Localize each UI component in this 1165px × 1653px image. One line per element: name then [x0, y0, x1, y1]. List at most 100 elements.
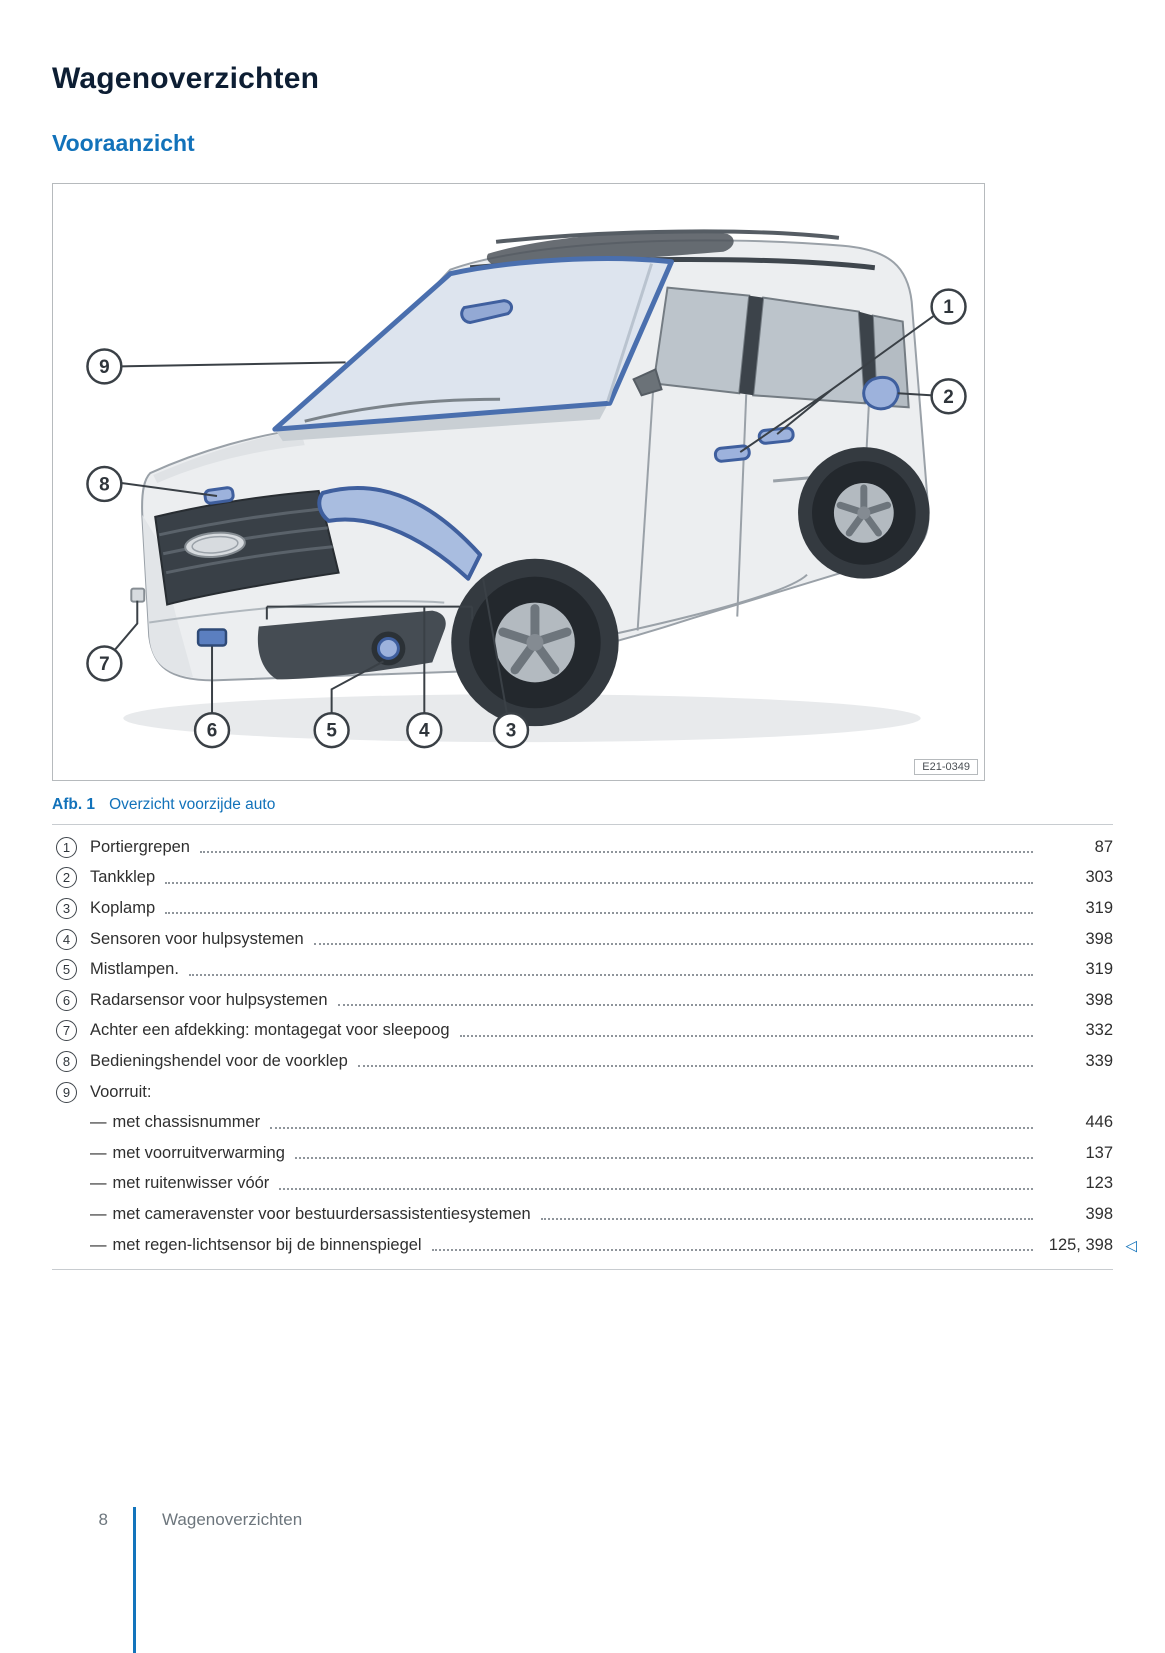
legend-row-koplamp[interactable]: 3 Koplamp 319 — [52, 893, 1113, 924]
legend-page-ref: 339 — [1085, 1051, 1113, 1070]
callout-8: 8 — [86, 465, 123, 503]
legend-page-ref: 319 — [1085, 960, 1113, 979]
legend-item-number: 2 — [56, 867, 77, 889]
callout-3: 3 — [492, 711, 530, 749]
legend-item-number: 7 — [56, 1020, 77, 1042]
callout-7: 7 — [86, 645, 123, 682]
dot-leader — [294, 1157, 1033, 1160]
legend-subrow-ruitenwisser[interactable]: — met ruitenwisser vóór 123 — [52, 1169, 1113, 1200]
dash-prefix: — — [90, 1174, 107, 1193]
callout-6: 6 — [193, 711, 231, 749]
legend-item-label: met regen-lichtsensor bij de binnenspieg… — [112, 1235, 422, 1254]
legend-subrow-regenlichtsensor[interactable]: — met regen-lichtsensor bij de binnenspi… — [52, 1230, 1137, 1261]
legend-item-number: 9 — [56, 1081, 77, 1103]
b-pillar — [739, 295, 764, 396]
car-illustration: 1 2 3 4 5 6 7 8 9 — [86, 229, 967, 749]
headlamp — [317, 486, 483, 581]
legend-page-ref: 137 — [1085, 1143, 1113, 1162]
legend-item-label: Voorruit: — [90, 1082, 152, 1101]
callout-4: 4 — [406, 711, 443, 749]
legend-list: 1 Portiergrepen 87 2 Tankklep 303 3 Kopl… — [52, 824, 1137, 1271]
legend-item-label: Radarsensor voor hulpsystemen — [90, 990, 328, 1009]
windshield — [272, 256, 674, 432]
legend-row-portiergrepen[interactable]: 1 Portiergrepen 87 — [52, 832, 1113, 863]
legend-subrow-chassisnummer[interactable]: — met chassisnummer 446 — [52, 1107, 1113, 1138]
caption-text: Overzicht voorzijde auto — [109, 796, 276, 813]
dot-leader — [165, 881, 1033, 884]
legend-item-number: 4 — [56, 928, 77, 950]
footer-section-label: Wagenoverzichten — [162, 1510, 303, 1529]
grille — [154, 489, 340, 606]
legend-item-label: Koplamp — [90, 898, 156, 917]
caption-label: Afb. 1 — [52, 796, 96, 813]
dot-leader — [337, 1004, 1033, 1007]
hood-shade — [153, 430, 305, 483]
legend-subrow-cameravenster[interactable]: — met cameravenster voor bestuurdersassi… — [52, 1199, 1113, 1230]
legend-page-ref: 87 — [1094, 837, 1113, 856]
legend-item-label: met cameravenster voor bestuurdersassist… — [112, 1204, 531, 1223]
dot-leader — [270, 1126, 1033, 1129]
legend-item-number: 8 — [56, 1050, 77, 1072]
door-handle-rear — [757, 426, 795, 445]
legend-row-sleepoog[interactable]: 7 Achter een afdekking: montagegat voor … — [52, 1016, 1113, 1047]
hood-release-handle — [203, 486, 235, 505]
rear-wheel — [798, 447, 930, 579]
nav-back-triangle-icon[interactable]: ◁ — [1125, 1237, 1137, 1255]
image-code-label: E21-0349 — [914, 759, 978, 775]
callout-9: 9 — [86, 348, 123, 385]
svg-text:3: 3 — [506, 721, 517, 742]
legend-row-radarsensor[interactable]: 6 Radarsensor voor hulpsystemen 398 — [52, 985, 1113, 1016]
legend-item-label: met chassisnummer — [112, 1113, 261, 1132]
svg-text:7: 7 — [99, 654, 110, 675]
dot-leader — [279, 1187, 1033, 1190]
legend-row-voorklep[interactable]: 8 Bedieningshendel voor de voorklep 339 — [52, 1046, 1113, 1077]
legend-item-label: Achter een afdekking: montagegat voor sl… — [90, 1021, 450, 1040]
far-a-pillar — [606, 263, 653, 402]
camera-housing — [460, 299, 513, 325]
dot-leader — [431, 1249, 1033, 1252]
radar-sensor — [196, 628, 228, 647]
dot-leader — [199, 851, 1033, 854]
legend-subrow-voorruitverwarming[interactable]: — met voorruitverwarming 137 — [52, 1138, 1113, 1169]
callout-5: 5 — [313, 711, 350, 749]
dash-prefix: — — [90, 1235, 107, 1254]
legend-page-ref: 303 — [1085, 868, 1113, 887]
page-footer: 8 Wagenoverzichten — [52, 1510, 303, 1530]
callout-1: 1 — [930, 288, 967, 325]
legend-row-tankklep[interactable]: 2 Tankklep 303 — [52, 863, 1113, 894]
legend-page-ref: 398 — [1085, 929, 1113, 948]
legend-item-number: 6 — [56, 989, 77, 1011]
dot-leader — [313, 943, 1033, 946]
side-mirror — [632, 367, 663, 397]
legend-item-number: 3 — [56, 897, 77, 919]
svg-text:2: 2 — [943, 387, 954, 408]
svg-text:9: 9 — [99, 357, 110, 378]
door-handle-front — [713, 444, 751, 463]
legend-item-number: 1 — [56, 836, 77, 858]
legend-page-ref: 446 — [1085, 1113, 1113, 1132]
legend-row-sensoren[interactable]: 4 Sensoren voor hulpsystemen 398 — [52, 924, 1113, 955]
footer-divider — [133, 1507, 136, 1653]
legend-page-ref: 125, 398 — [1048, 1235, 1113, 1254]
legend-item-label: Tankklep — [90, 868, 156, 887]
legend-page-ref: 398 — [1085, 990, 1113, 1009]
figure-front-view: 1 2 3 4 5 6 7 8 9 — [52, 183, 985, 781]
fog-lamp — [376, 636, 400, 660]
dot-leader — [459, 1034, 1033, 1037]
legend-row-mistlampen[interactable]: 5 Mistlampen. 319 — [52, 954, 1113, 985]
legend-row-voorruit[interactable]: 9 Voorruit: — [52, 1077, 1113, 1108]
svg-text:4: 4 — [419, 721, 430, 742]
svg-text:6: 6 — [207, 721, 218, 742]
legend-item-number: 5 — [56, 959, 77, 981]
callout-2: 2 — [930, 378, 967, 415]
front-wheel — [451, 558, 619, 727]
section-heading: Vooraanzicht — [52, 130, 195, 156]
cowl-strip — [274, 404, 608, 442]
fuel-flap — [862, 375, 900, 411]
legend-page-ref: 332 — [1085, 1021, 1113, 1040]
legend-item-label: Mistlampen. — [90, 960, 179, 979]
footer-page-number: 8 — [98, 1510, 108, 1529]
legend-item-label: Sensoren voor hulpsystemen — [90, 929, 304, 948]
ford-badge — [184, 531, 246, 558]
